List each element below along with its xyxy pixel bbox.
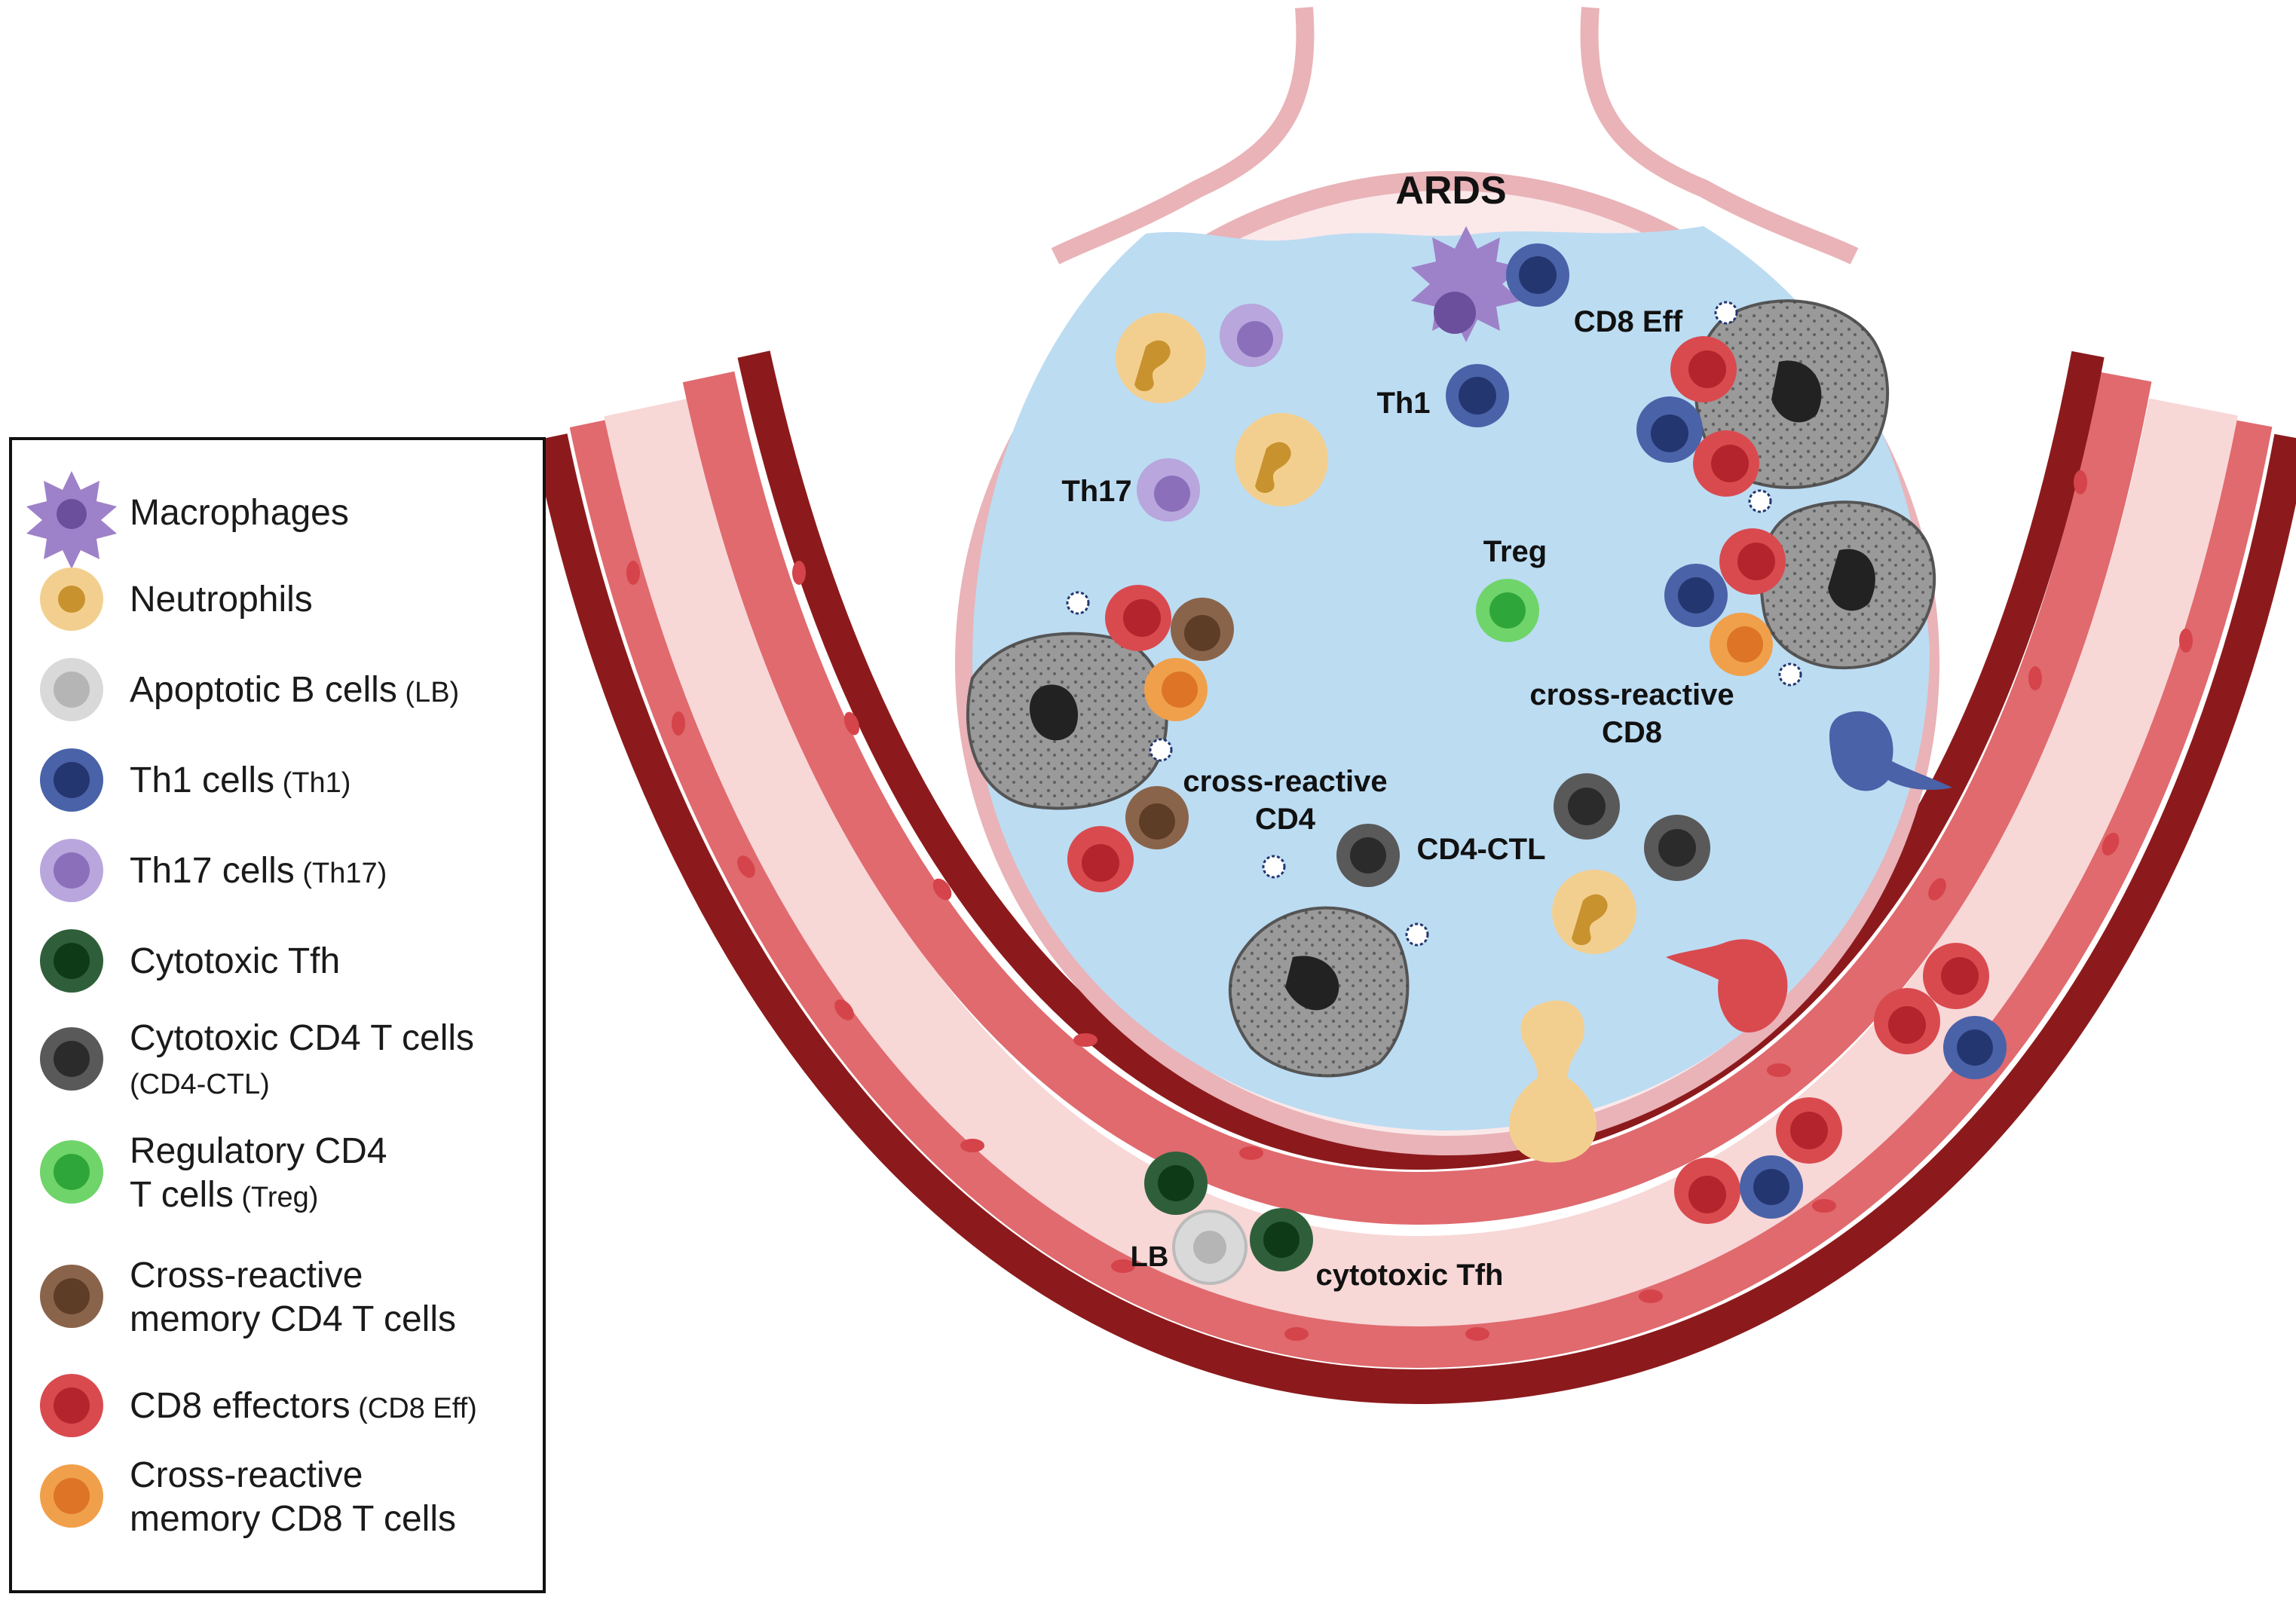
infected-cell-left bbox=[966, 632, 1168, 810]
legend-label: Th17 cells (Th17) bbox=[130, 851, 387, 891]
th17-cell-core bbox=[1154, 476, 1190, 512]
treg-cell-core bbox=[1489, 592, 1526, 629]
legend-item: Cytotoxic CD4 T cells (CD4-CTL) bbox=[40, 1018, 474, 1100]
infected-cell-bottom bbox=[1228, 906, 1410, 1078]
vessel-outer-wall bbox=[533, 433, 2296, 1405]
label-cross-reactive-cd4-line1: cross-reactive bbox=[1183, 765, 1387, 798]
legend-item: CD8 effectors (CD8 Eff) bbox=[40, 1374, 477, 1437]
migrating-neutrophil bbox=[1508, 1000, 1597, 1163]
label-th17: Th17 bbox=[1061, 475, 1131, 508]
vessel-lumen bbox=[604, 397, 2238, 1327]
th17-cell-icon bbox=[40, 839, 103, 902]
cd8-effector-core bbox=[1688, 350, 1726, 388]
neutrophil-nucleus bbox=[1134, 340, 1171, 392]
cd4-ctl-core bbox=[1658, 829, 1696, 867]
label-cross-reactive-cd8-line1: cross-reactive bbox=[1529, 678, 1734, 711]
th1-cell-core bbox=[1678, 577, 1714, 613]
th17-cell-core bbox=[1237, 321, 1273, 357]
cd8-effector-core bbox=[1711, 445, 1749, 482]
alveolar-macrophage bbox=[1411, 226, 1521, 342]
th1-cell-core bbox=[1753, 1169, 1789, 1205]
legend-label-line2: memory CD4 T cells bbox=[130, 1299, 456, 1339]
legend-label: Regulatory CD4 bbox=[130, 1131, 387, 1171]
label-cross-reactive-cd4-line2: CD4 bbox=[1255, 803, 1316, 836]
legend-label: Cytotoxic Tfh bbox=[130, 941, 340, 981]
label-cytotoxic-tfh: cytotoxic Tfh bbox=[1316, 1259, 1504, 1292]
legend-item: Th17 cells (Th17) bbox=[40, 839, 387, 902]
th1-cell-core bbox=[1957, 1029, 1993, 1066]
legend-label: Cytotoxic CD4 T cells bbox=[130, 1018, 474, 1058]
virus-particles bbox=[1066, 301, 1802, 947]
cd8-effector-core bbox=[1941, 957, 1979, 995]
alveolar-duct-left bbox=[1051, 7, 1315, 265]
label-treg: Treg bbox=[1483, 535, 1547, 568]
cd4-ctl-icon bbox=[40, 1027, 103, 1091]
neutrophil-nucleus bbox=[1572, 894, 1608, 946]
vessel-inner-lining bbox=[682, 371, 2152, 1225]
cytotoxic-tfh-core bbox=[1263, 1222, 1300, 1258]
cytotoxic-tfh-icon bbox=[40, 929, 103, 993]
cross-reactive-cd8-core bbox=[1162, 672, 1198, 708]
cd8-effector-core bbox=[1888, 1006, 1926, 1044]
alveolar-duct-right bbox=[1580, 7, 1859, 265]
infected-cell-right-mid bbox=[1759, 500, 1936, 670]
legend-label: Neutrophils bbox=[130, 580, 313, 620]
legend-label: Apoptotic B cells (LB) bbox=[130, 670, 459, 710]
legend-label: Cross-reactive bbox=[130, 1256, 363, 1296]
cd4-ctl-core bbox=[1350, 837, 1386, 873]
th1-cell-core bbox=[1519, 256, 1557, 294]
legend-label: Th1 cells (Th1) bbox=[130, 760, 351, 800]
legend-item: Th1 cells (Th1) bbox=[40, 748, 351, 812]
legend-label-line2: memory CD8 T cells bbox=[130, 1499, 456, 1539]
cross-reactive-cd8-core bbox=[1727, 626, 1763, 662]
cytotoxic-tfh-core bbox=[1158, 1165, 1194, 1201]
migrating-th1-cell bbox=[1829, 711, 1952, 791]
legend-item: Apoptotic B cells (LB) bbox=[40, 658, 459, 721]
migrating-cd8-cell bbox=[1666, 939, 1788, 1033]
cross-reactive-cd8-icon bbox=[40, 1464, 103, 1528]
macrophage-icon bbox=[26, 471, 117, 569]
cd8-effector-icon bbox=[40, 1374, 103, 1437]
legend-label-line2: T cells (Treg) bbox=[130, 1175, 318, 1215]
th1-cell-core bbox=[1651, 415, 1688, 452]
label-lb: LB bbox=[1131, 1241, 1169, 1273]
legend-label: CD8 effectors (CD8 Eff) bbox=[130, 1386, 477, 1426]
th1-cell-core bbox=[1459, 377, 1496, 415]
cd8-effector-core bbox=[1688, 1176, 1726, 1213]
cross-reactive-cd4-icon bbox=[40, 1265, 103, 1328]
label-cd4-ctl: CD4-CTL bbox=[1416, 833, 1545, 866]
apoptotic-b-cell-core bbox=[1193, 1231, 1226, 1264]
legend-label-line2: (CD4-CTL) bbox=[130, 1069, 270, 1100]
label-cross-reactive-cd8-line2: CD8 bbox=[1602, 716, 1662, 749]
cross-reactive-cd4-core bbox=[1139, 803, 1175, 840]
cd8-effector-core bbox=[1123, 599, 1161, 637]
legend-item: Cytotoxic Tfh bbox=[40, 929, 340, 993]
legend-label: Cross-reactive bbox=[130, 1455, 363, 1495]
neutrophil-nucleus bbox=[1255, 442, 1291, 494]
cd8-effector-core bbox=[1082, 844, 1119, 882]
cross-reactive-cd4-core bbox=[1184, 615, 1220, 651]
label-th1: Th1 bbox=[1376, 387, 1430, 420]
neutrophil-icon bbox=[40, 567, 103, 631]
legend-item: Macrophages bbox=[26, 471, 349, 569]
cd8-effector-core bbox=[1790, 1112, 1828, 1149]
th1-cell-icon bbox=[40, 748, 103, 812]
legend-label: Macrophages bbox=[130, 493, 349, 533]
legend-item: Neutrophils bbox=[40, 567, 313, 631]
apoptotic-b-cell-icon bbox=[40, 658, 103, 721]
cd8-effector-core bbox=[1737, 543, 1775, 580]
cd4-ctl-core bbox=[1568, 788, 1606, 825]
treg-icon bbox=[40, 1140, 103, 1204]
label-cd8-eff: CD8 Eff bbox=[1574, 305, 1683, 338]
vessel-outer-lining bbox=[569, 416, 2273, 1369]
title: ARDS bbox=[1395, 169, 1506, 213]
